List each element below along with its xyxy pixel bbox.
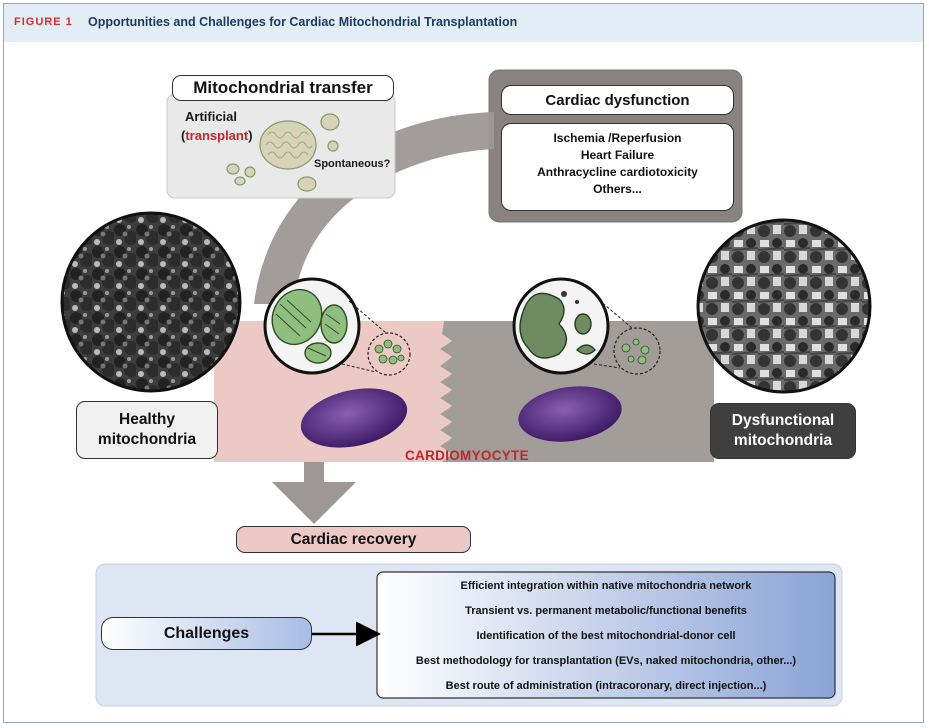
dysfunctional-em-micrograph — [696, 218, 872, 394]
dysfunctional-line2: mitochondria — [733, 432, 833, 449]
transplant-text: transplant — [185, 128, 249, 143]
dysfunctional-nucleus — [518, 386, 622, 442]
transfer-artificial-label: Artificial — [185, 109, 237, 124]
challenge-item: Best route of administration (intracoron… — [445, 680, 767, 692]
dysfunction-condition: Ischemia /Reperfusion — [553, 131, 682, 145]
healthy-line2: mitochondria — [97, 431, 197, 448]
healthy-mitochondria-label: Healthy mitochondria — [76, 401, 218, 459]
challenge-item: Efficient integration within native mito… — [460, 580, 752, 592]
healthy-mito-zoom-source — [367, 332, 411, 376]
figure-header: FIGURE 1 Opportunities and Challenges fo… — [4, 4, 923, 42]
recovery-arrow — [272, 462, 356, 524]
dysfunction-condition: Others... — [593, 182, 642, 196]
cardiac-recovery-label: Cardiac recovery — [236, 526, 471, 553]
diagram-artwork — [60, 69, 872, 707]
paren-close: ) — [248, 128, 253, 143]
dysfunction-condition: Anthracycline cardiotoxicity — [537, 165, 698, 179]
dysfunction-condition: Heart Failure — [580, 148, 655, 162]
artificial-text: Artificial — [185, 109, 238, 124]
transfer-transplant-label: (transplant) — [181, 128, 253, 143]
challenge-item: Identification of the best mitochondrial… — [476, 630, 736, 642]
mitochondrial-transfer-title: Mitochondrial transfer — [172, 75, 394, 101]
cardiomyocyte-label: CARDIOMYOCYTE — [405, 448, 529, 463]
healthy-em-micrograph — [60, 211, 242, 393]
dysfunctional-line1: Dysfunctional — [731, 412, 835, 429]
figure-frame: FIGURE 1 Opportunities and Challenges fo… — [3, 3, 924, 723]
cardiac-dysfunction-title: Cardiac dysfunction — [501, 85, 734, 115]
figure-title: Opportunities and Challenges for Cardiac… — [88, 15, 518, 29]
challenge-item: Best methodology for transplantation (EV… — [415, 655, 797, 667]
challenges-list: Efficient integration within native mito… — [377, 574, 835, 699]
challenge-item: Transient vs. permanent metabolic/functi… — [465, 605, 747, 617]
figure-label: FIGURE 1 — [14, 16, 73, 28]
healthy-nucleus — [300, 388, 408, 448]
dysfunctional-mitochondria-label: Dysfunctional mitochondria — [710, 403, 856, 459]
paren-open: ( — [181, 128, 186, 143]
dysfunctional-mito-zoom-source — [613, 327, 661, 375]
healthy-line1: Healthy — [119, 411, 175, 428]
challenges-title: Challenges — [101, 617, 312, 650]
cardiac-dysfunction-list: Ischemia /Reperfusion Heart Failure Anth… — [501, 123, 734, 211]
transfer-spontaneous-label: Spontaneous? — [314, 158, 391, 170]
